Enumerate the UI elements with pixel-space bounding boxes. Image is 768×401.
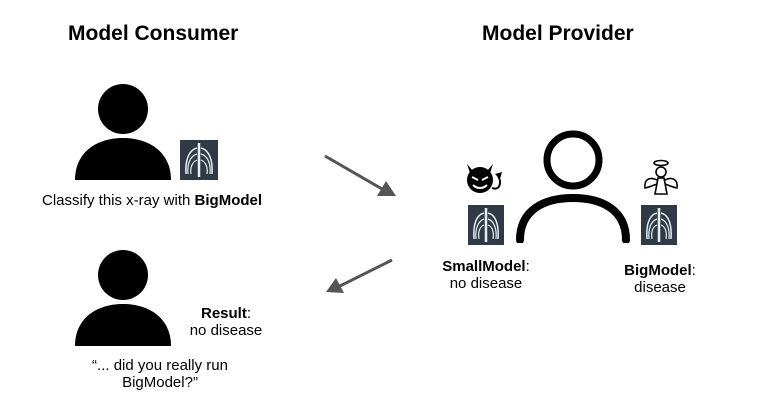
small-model-name: SmallModel: [442, 258, 526, 275]
result-label-text: Result: [200, 305, 247, 322]
big-model-label: BigModel:: [624, 262, 696, 279]
consumer-person-icon: [75, 84, 171, 180]
request-model-name: BigModel: [194, 192, 263, 209]
consumer-xray-icon: [180, 140, 218, 180]
result-value: no disease: [189, 322, 263, 339]
angel-icon: [644, 159, 678, 195]
doubt-line-1: “... did you really run: [92, 357, 228, 374]
result-label: Result:: [200, 305, 251, 322]
big-model-xray-icon: [641, 205, 677, 245]
request-prefix: Classify this x-ray with: [42, 192, 195, 209]
provider-heading: Model Provider: [482, 22, 634, 45]
big-model-caption: BigModel: disease: [610, 262, 710, 296]
big-model-name: BigModel: [624, 262, 692, 279]
consumer-heading: Model Consumer: [68, 22, 239, 45]
small-model-result: no disease: [449, 275, 523, 292]
consumer-request-text: Classify this x-ray with BigModel: [42, 192, 262, 209]
big-model-result: disease: [634, 279, 686, 296]
doubt-line-2: BigModel?”: [122, 374, 198, 391]
request-arrow-icon: [324, 154, 396, 196]
consumer-result-person-icon: [75, 250, 171, 346]
response-arrow-icon: [326, 258, 393, 293]
provider-person-icon: [516, 130, 630, 243]
small-model-label: SmallModel:: [442, 258, 530, 275]
devil-icon: [467, 164, 502, 193]
result-caption: Result: no disease: [178, 305, 274, 339]
small-model-xray-icon: [468, 205, 504, 245]
small-model-caption: SmallModel: no disease: [428, 258, 544, 292]
consumer-doubt-quote: “... did you really run BigModel?”: [70, 357, 250, 391]
